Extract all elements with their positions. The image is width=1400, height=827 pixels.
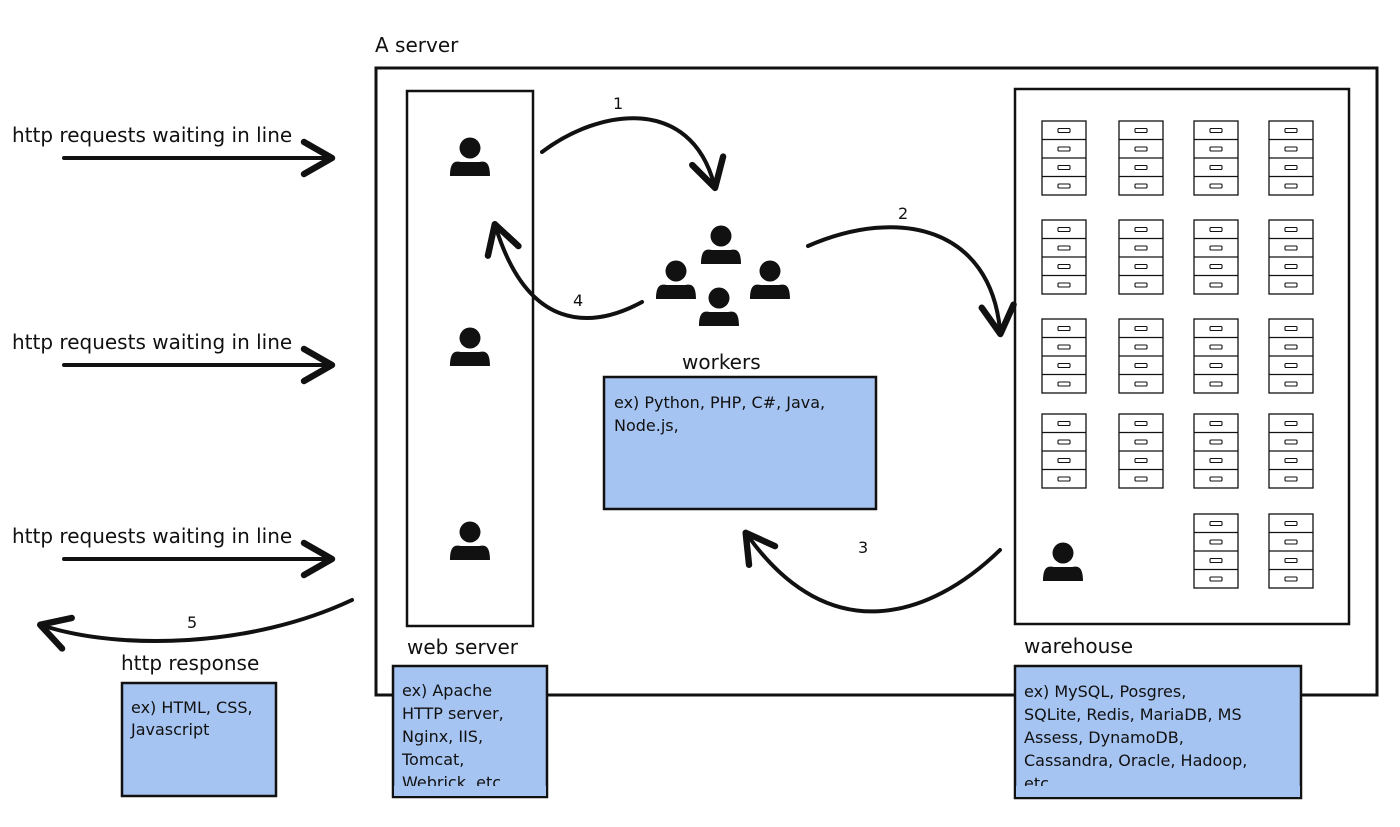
file-cabinet-icon <box>1118 318 1164 394</box>
file-cabinet-icon <box>1268 120 1314 196</box>
file-cabinet-icon <box>1193 513 1239 589</box>
arrow-step-5 <box>36 598 354 652</box>
queue-label: http requests waiting in line <box>12 123 292 147</box>
note-clip <box>1016 786 1300 797</box>
web-server-note <box>391 664 549 799</box>
arrow-step-2 <box>806 225 1017 338</box>
http-response-title: http response <box>121 651 259 675</box>
arrow-step-4 <box>484 220 644 320</box>
flow-arrows: 1 2 3 4 5 <box>36 94 1017 652</box>
workers-example: ex) Python, PHP, C#, Java, <box>614 393 825 412</box>
step-3-label: 3 <box>858 538 868 557</box>
file-cabinet-icon <box>1041 219 1087 295</box>
file-cabinet-icon <box>1193 219 1239 295</box>
file-cabinet-icon <box>1118 120 1164 196</box>
queue-label: http requests waiting in line <box>12 524 292 548</box>
workers-title: workers <box>682 350 761 374</box>
file-cabinet-icon <box>1193 120 1239 196</box>
warehouse-example: Assess, DynamoDB, <box>1024 728 1184 747</box>
step-1-label: 1 <box>613 94 623 113</box>
web-server-example: ex) Apache <box>402 681 492 700</box>
http-response: http response ex) HTML, CSS, Javascript <box>120 651 278 798</box>
web-server-example: Nginx, IIS, <box>402 727 483 746</box>
warehouse-example: SQLite, Redis, MariaDB, MS <box>1024 705 1242 724</box>
file-cabinet-icon <box>1118 413 1164 489</box>
server-frame <box>374 66 1379 697</box>
file-cabinet-icon <box>1268 219 1314 295</box>
workers: workers ex) Python, PHP, C#, Java, Node.… <box>602 225 878 511</box>
warehouse: warehouse ex) MySQL, Posgres, SQLite, Re… <box>1013 87 1351 800</box>
workers-note <box>602 375 878 511</box>
file-cabinet-icon <box>1041 318 1087 394</box>
file-cabinet-icon <box>1193 318 1239 394</box>
arrow-step-3 <box>742 529 1002 614</box>
warehouse-note <box>1013 664 1303 800</box>
web-server-example: Tomcat, <box>401 750 464 769</box>
file-cabinet-icon <box>1268 513 1314 589</box>
server-title: A server <box>375 33 459 57</box>
note-clip <box>394 786 546 796</box>
http-response-note <box>120 681 278 798</box>
step-4-label: 4 <box>573 291 583 310</box>
file-cabinet-icon <box>1193 413 1239 489</box>
http-response-example: Javascript <box>130 720 209 739</box>
request-queue: http requests waiting in line http reque… <box>12 123 336 579</box>
file-cabinet-icon <box>1041 413 1087 489</box>
person-icon <box>750 260 790 299</box>
web-server-example: HTTP server, <box>402 704 504 723</box>
file-cabinet-icon <box>1268 318 1314 394</box>
file-cabinet-icon <box>1041 120 1087 196</box>
person-icon <box>699 287 739 326</box>
person-icon <box>656 260 696 299</box>
queue-label: http requests waiting in line <box>12 330 292 354</box>
warehouse-title: warehouse <box>1024 634 1133 658</box>
arrow-step-1 <box>540 116 727 192</box>
file-cabinet-icon <box>1268 413 1314 489</box>
warehouse-example: ex) MySQL, Posgres, <box>1024 682 1186 701</box>
person-icon <box>701 225 741 264</box>
file-cabinet-icon <box>1118 219 1164 295</box>
http-response-example: ex) HTML, CSS, <box>131 698 253 717</box>
step-2-label: 2 <box>898 204 908 223</box>
web-server: web server ex) Apache HTTP server, Nginx… <box>391 89 549 799</box>
step-5-label: 5 <box>187 613 197 632</box>
web-server-title: web server <box>407 635 519 659</box>
workers-example: Node.js, <box>614 416 679 435</box>
warehouse-example: Cassandra, Oracle, Hadoop, <box>1024 751 1247 770</box>
